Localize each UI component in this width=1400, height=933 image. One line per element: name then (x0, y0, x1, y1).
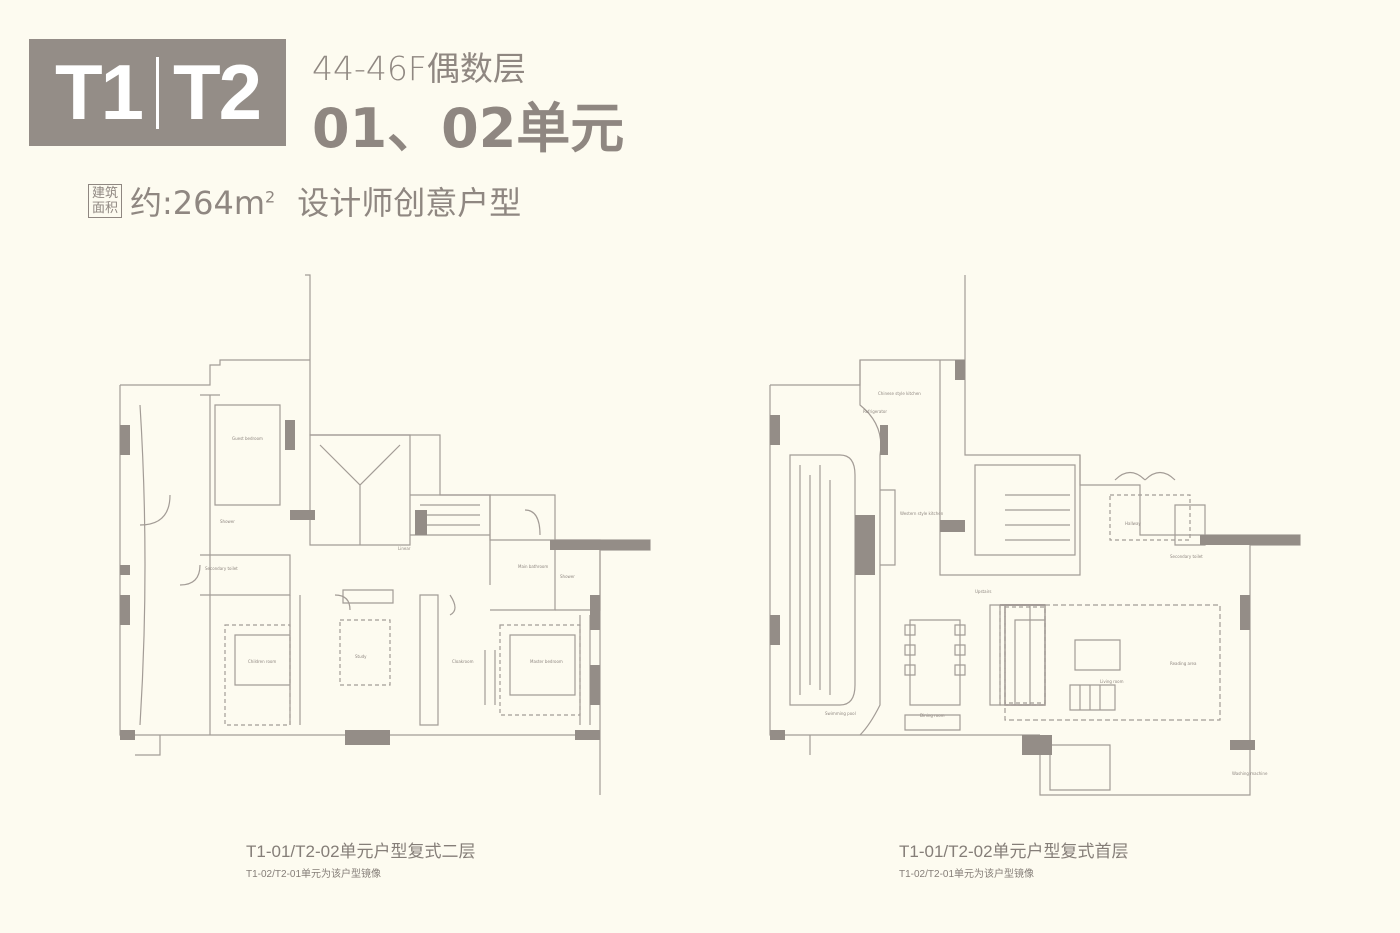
room-label: Western style kitchen (900, 511, 944, 516)
room-label: Secondary toilet (205, 566, 238, 571)
room-label: Children room (248, 659, 276, 664)
room-label: Master bedroom (530, 659, 563, 664)
floor-plan-first-floor: Refrigerator Chinese style kitchen Weste… (769, 275, 1301, 796)
room-label: Linear (398, 546, 411, 551)
tower-right: T2 (173, 48, 262, 136)
room-label: Cloakroom (452, 659, 474, 664)
area-tag: 建筑 面积 (88, 184, 122, 218)
floor-range: 44-46F偶数层 (312, 49, 526, 88)
area-value: 约:264m2 (130, 178, 275, 224)
caption-note: T1-02/T2-01单元为该户型镜像 (899, 869, 1035, 880)
caption-title: T1-01/T2-02单元户型复式首层 (899, 842, 1129, 861)
room-label: Shower (560, 574, 575, 579)
caption-note: T1-02/T2-01单元为该户型镜像 (246, 869, 382, 880)
room-label: Secondary toilet (1170, 554, 1203, 559)
room-label: Study (355, 654, 367, 659)
badge-divider (156, 56, 159, 129)
layout-description: 设计师创意户型 (297, 184, 522, 222)
room-label: Main bathroom (518, 564, 548, 569)
area-number: 约:264m (130, 184, 266, 222)
room-label: Chinese style kitchen (878, 391, 921, 396)
area-tag-line2: 面积 (91, 201, 118, 216)
room-label: Shower (220, 519, 235, 524)
tower-badge: T1 T2 (29, 39, 286, 146)
room-label: Dining room (920, 713, 945, 718)
caption-title: T1-01/T2-02单元户型复式二层 (246, 842, 476, 861)
room-label: Hallway (1125, 521, 1141, 526)
room-label: Reading area (1170, 661, 1197, 666)
room-label: Upstairs (975, 589, 991, 594)
area-tag-line1: 建筑 (91, 186, 118, 201)
floor-plan-second-floor: Guest bedroom Shower Secondary toilet Ch… (119, 274, 651, 795)
room-label: Refrigerator (863, 409, 887, 414)
unit-numbers: 01、02单元 (312, 97, 625, 160)
room-label: Washing machine (1232, 771, 1268, 776)
area-superscript: 2 (265, 187, 276, 207)
plan-caption-second-floor: T1-01/T2-02单元户型复式二层 T1-02/T2-01单元为该户型镜像 (246, 837, 476, 880)
room-label: Guest bedroom (232, 436, 263, 441)
area-row: 建筑 面积 约:264m2 设计师创意户型 (88, 178, 521, 224)
plan-caption-first-floor: T1-01/T2-02单元户型复式首层 T1-02/T2-01单元为该户型镜像 (899, 837, 1129, 880)
tower-left: T1 (54, 48, 144, 136)
room-label: Living room (1100, 679, 1124, 684)
room-label: Swimming pool (825, 711, 856, 716)
